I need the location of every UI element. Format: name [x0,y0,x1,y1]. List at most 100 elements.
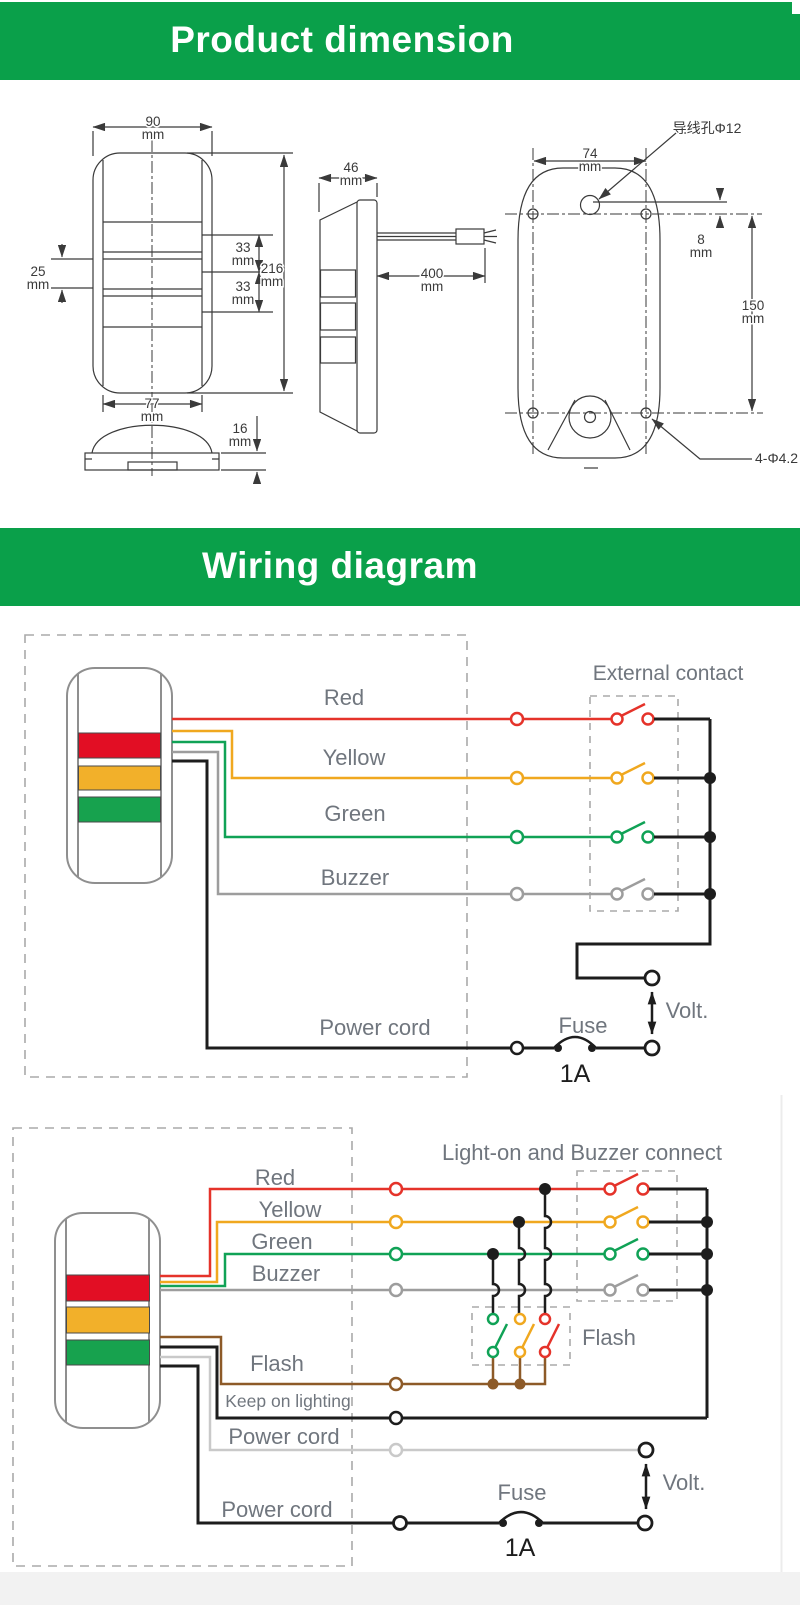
d2-labels: Light-on and Buzzer connect Red Yellow G… [221,1140,722,1522]
dimension-drawing: 90 mm 33 mm 33 mm 25 mm 216 mm 77 mm 16 … [25,113,800,485]
d2-label-volt: Volt. [663,1470,706,1495]
dim-holes-v-unit: mm [742,311,765,326]
d2-frames [12,1127,678,1567]
banner-corner-notch [792,2,800,14]
d2-label-buzzer: Buzzer [252,1261,320,1286]
d1-buzzer-wire [172,750,655,902]
dim-cable-unit: mm [421,279,444,294]
dimension-labels: 90 mm 33 mm 33 mm 25 mm 216 mm 77 mm 16 … [25,113,800,468]
dim-bottom-value: 77 [144,396,159,411]
d2-green-lens [66,1339,150,1366]
d2-flash-switch-yellow [513,1312,536,1359]
d2-flash-drops [491,1189,553,1314]
dim-seg1-value: 33 [235,240,250,255]
dim-left-unit: mm [27,277,50,292]
d1-junctions [554,772,716,1052]
d2-red-lens [66,1274,150,1302]
d2-red-wire [160,1172,650,1278]
d2-lens-bands [66,1274,150,1366]
d1-wires [172,702,712,1056]
d1-green-wire [172,740,655,845]
d2-flash-switch-green [486,1312,509,1359]
dim-depth-value: 46 [343,160,358,175]
dim-depth-unit: mm [340,173,363,188]
d2-junctions [487,1183,713,1527]
dim-seg1-unit: mm [232,253,255,268]
wire-hole-label: 导线孔Φ12 [673,120,742,136]
d2-power-cord-wire [160,1355,639,1458]
product-dimension-title: Product dimension [170,19,514,61]
dim-holes-v-value: 150 [742,298,765,313]
wiring-diagram-banner: Wiring diagram [0,528,800,606]
dim-offset-value: 8 [697,232,705,247]
d1-power-cord-wire [172,759,645,1056]
d1-red-lens [78,732,161,759]
d1-red-wire [172,702,655,727]
d2-terminals [392,1441,655,1532]
d1-yellow-lens [78,765,161,791]
d2-yellow-wire [160,1205,650,1284]
front-view [51,122,293,485]
wiring-diagram-external-contact: Red Yellow Green Buzzer Power cord Exter… [24,634,743,1088]
d2-label-yellow: Yellow [259,1197,322,1222]
drawing-lines [51,122,763,485]
d1-label-amp: 1A [560,1060,591,1088]
d1-frames [24,634,679,1078]
d2-label-power-cord: Power cord [228,1424,339,1449]
d1-terminals [643,969,661,1057]
bottom-strip [0,1572,800,1605]
dim-seg2-unit: mm [232,292,255,307]
dim-bottom-unit: mm [141,409,164,424]
dim-width-unit: mm [142,127,165,142]
d2-label-green: Green [251,1229,312,1254]
d1-outer-dashed-box [24,634,468,1078]
d1-label-red: Red [324,685,364,710]
d2-title: Light-on and Buzzer connect [442,1140,722,1165]
d2-green-wire [160,1237,650,1288]
d2-label-power-cord2: Power cord [221,1497,332,1522]
mount-holes-label: 4-Φ4.2 [755,450,798,466]
d1-common-bus [575,717,712,980]
dim-base-value: 16 [232,421,247,436]
d2-flash-switch-red [538,1312,561,1359]
d2-buzzer-wire [160,1273,650,1298]
d2-label-flash-box: Flash [582,1325,636,1350]
dim-holes-h-unit: mm [579,159,602,174]
d1-lens-bands [78,732,161,823]
product-dimension-banner-bg: Product dimension [0,2,800,80]
d1-label-external-contact: External contact [593,662,744,685]
d2-flash-junctions [487,1378,526,1390]
dim-seg2-value: 33 [235,279,250,294]
d2-keep-on-wire [160,1345,707,1426]
d2-label-flash: Flash [250,1351,304,1376]
d2-outer-dashed-box [12,1127,353,1567]
dim-cable-value: 400 [421,266,444,281]
d2-yellow-lens [66,1306,150,1334]
dim-width-value: 90 [145,114,160,129]
d1-green-lens [78,796,161,823]
dim-left-value: 25 [30,264,45,279]
d1-label-buzzer: Buzzer [321,865,389,890]
dim-holes-h-value: 74 [582,146,598,161]
d2-label-fuse: Fuse [498,1480,547,1505]
wiring-diagram-title: Wiring diagram [202,545,478,587]
d2-label-red: Red [255,1165,295,1190]
wiring-diagram-lighton-buzzer: Light-on and Buzzer connect Red Yellow G… [12,1095,783,1572]
d1-yellow-wire [172,729,655,786]
d1-labels: Red Yellow Green Buzzer Power cord Exter… [319,662,743,1040]
dim-offset-unit: mm [690,245,713,260]
dim-height-unit: mm [261,274,284,289]
d1-label-green: Green [324,801,385,826]
back-view [505,132,763,469]
dim-height-value: 216 [261,261,284,276]
d2-label-keep-on: Keep on lighting [225,1391,351,1411]
d1-external-contact-box [589,695,679,912]
side-view [318,173,497,434]
d1-label-power-cord: Power cord [319,1015,430,1040]
d1-label-yellow: Yellow [323,745,386,770]
dim-base-unit: mm [229,434,252,449]
d1-label-fuse: Fuse [559,1013,608,1038]
d2-common-bus [649,1187,709,1418]
d2-label-amp: 1A [505,1534,536,1562]
